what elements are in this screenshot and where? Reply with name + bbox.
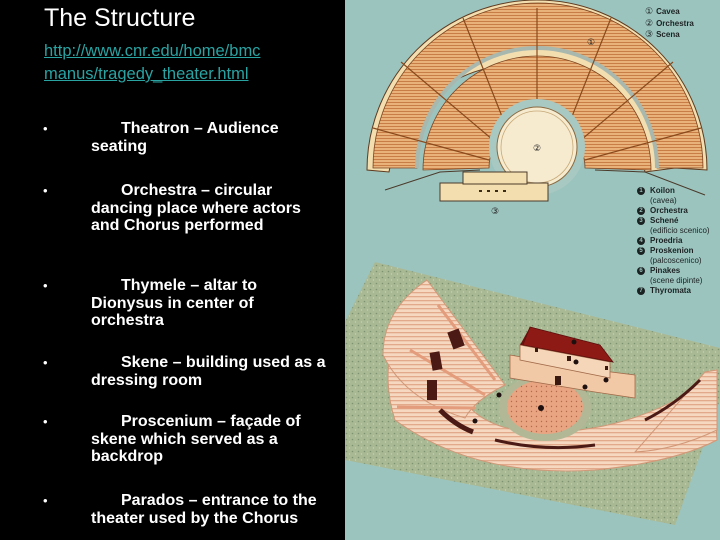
bullet-dot: •: [43, 121, 48, 136]
legend-sublabel: (cavea): [650, 196, 677, 205]
legend-sublabel: (scene dipinte): [650, 276, 703, 285]
legend-item-pinakes: 6 Pinakes: [637, 266, 710, 276]
legend-label: Schené: [650, 216, 679, 225]
source-link-line-1[interactable]: http://www.cnr.edu/home/bmc: [44, 42, 261, 60]
legend-plan: ① Cavea ② Orchestra ③ Scena: [645, 6, 694, 41]
numbered-dot-icon: 1: [637, 187, 645, 195]
bullet-text: Proscenium – façade of skene which serve…: [91, 413, 301, 465]
legend-plan-item: ① Cavea: [645, 6, 694, 18]
plan-view: ② ③ ①: [366, 0, 708, 217]
bullet-text: Theatron – Audience seating: [91, 120, 279, 155]
legend-plan-item: ② Orchestra: [645, 18, 694, 30]
legend-item-proedria: 4 Proedria: [637, 236, 710, 246]
legend-item-thyromata: 7 Thyromata: [637, 286, 710, 296]
source-link[interactable]: http://www.cnr.edu/home/bmc manus/traged…: [44, 40, 344, 86]
legend-item-koilon: 1 Koilon: [637, 186, 710, 196]
plan-label-3: ③: [491, 207, 499, 217]
legend-label: Koilon: [650, 186, 675, 195]
legend-plan-item: ③ Scena: [645, 29, 694, 41]
theater-diagram: ② ③ ①: [345, 0, 720, 525]
perspective-view: [345, 262, 720, 525]
numbered-dot-icon: 7: [637, 287, 645, 295]
numbered-dot-icon: 3: [637, 217, 645, 225]
bullet-dot: •: [43, 183, 48, 198]
legend-sublabel: (palcoscenico): [650, 256, 702, 265]
skene-building: [472, 326, 636, 424]
plan-label-2: ②: [533, 144, 541, 154]
bullet-text: Skene – building used as a dressing room: [91, 354, 326, 389]
numbered-dot-icon: 6: [637, 267, 645, 275]
bullet-dot: •: [43, 414, 48, 429]
circled-number: ②: [645, 17, 654, 28]
legend-label: Thyromata: [650, 286, 691, 295]
legend-label: Scena: [656, 30, 680, 39]
bullet-dot: •: [43, 355, 48, 370]
bullet-dot: •: [43, 493, 48, 508]
bullet-text: Thymele – altar to Dionysus in center of…: [91, 277, 258, 329]
numbered-dot-icon: 4: [637, 237, 645, 245]
bullet-dot: •: [43, 278, 48, 293]
legend-label: Proedria: [650, 236, 683, 245]
legend-label: Pinakes: [650, 266, 681, 275]
legend-label: Cavea: [656, 7, 680, 16]
slide-title: The Structure: [44, 4, 196, 32]
numbered-dot-icon: 5: [637, 247, 645, 255]
legend-item-schene: 3 Schené: [637, 216, 710, 226]
bullet-text: Parados – entrance to the theater used b…: [91, 492, 317, 527]
legend-item-proskenion: 5 Proskenion: [637, 246, 710, 256]
source-link-line-2[interactable]: manus/tragedy_theater.html: [44, 65, 249, 83]
text-panel: The Structure http://www.cnr.edu/home/bm…: [0, 0, 345, 540]
numbered-dot-icon: 2: [637, 207, 645, 215]
legend-label: Orchestra: [650, 206, 688, 215]
legend-sublabel: (edificio scenico): [650, 226, 710, 235]
bullet-text: Orchestra – circular dancing place where…: [91, 182, 301, 234]
legend-item-orchestra: 2 Orchestra: [637, 206, 710, 216]
circled-number: ①: [645, 6, 654, 16]
circled-number: ③: [645, 29, 654, 39]
theater-illustration: ② ③ ①: [345, 0, 720, 540]
legend-label: Orchestra: [656, 18, 694, 28]
legend-label: Proskenion: [650, 246, 694, 255]
plan-label-1: ①: [587, 38, 595, 48]
legend-perspective: 1 Koilon (cavea) 2 Orchestra 3 Schené (e…: [637, 186, 710, 296]
